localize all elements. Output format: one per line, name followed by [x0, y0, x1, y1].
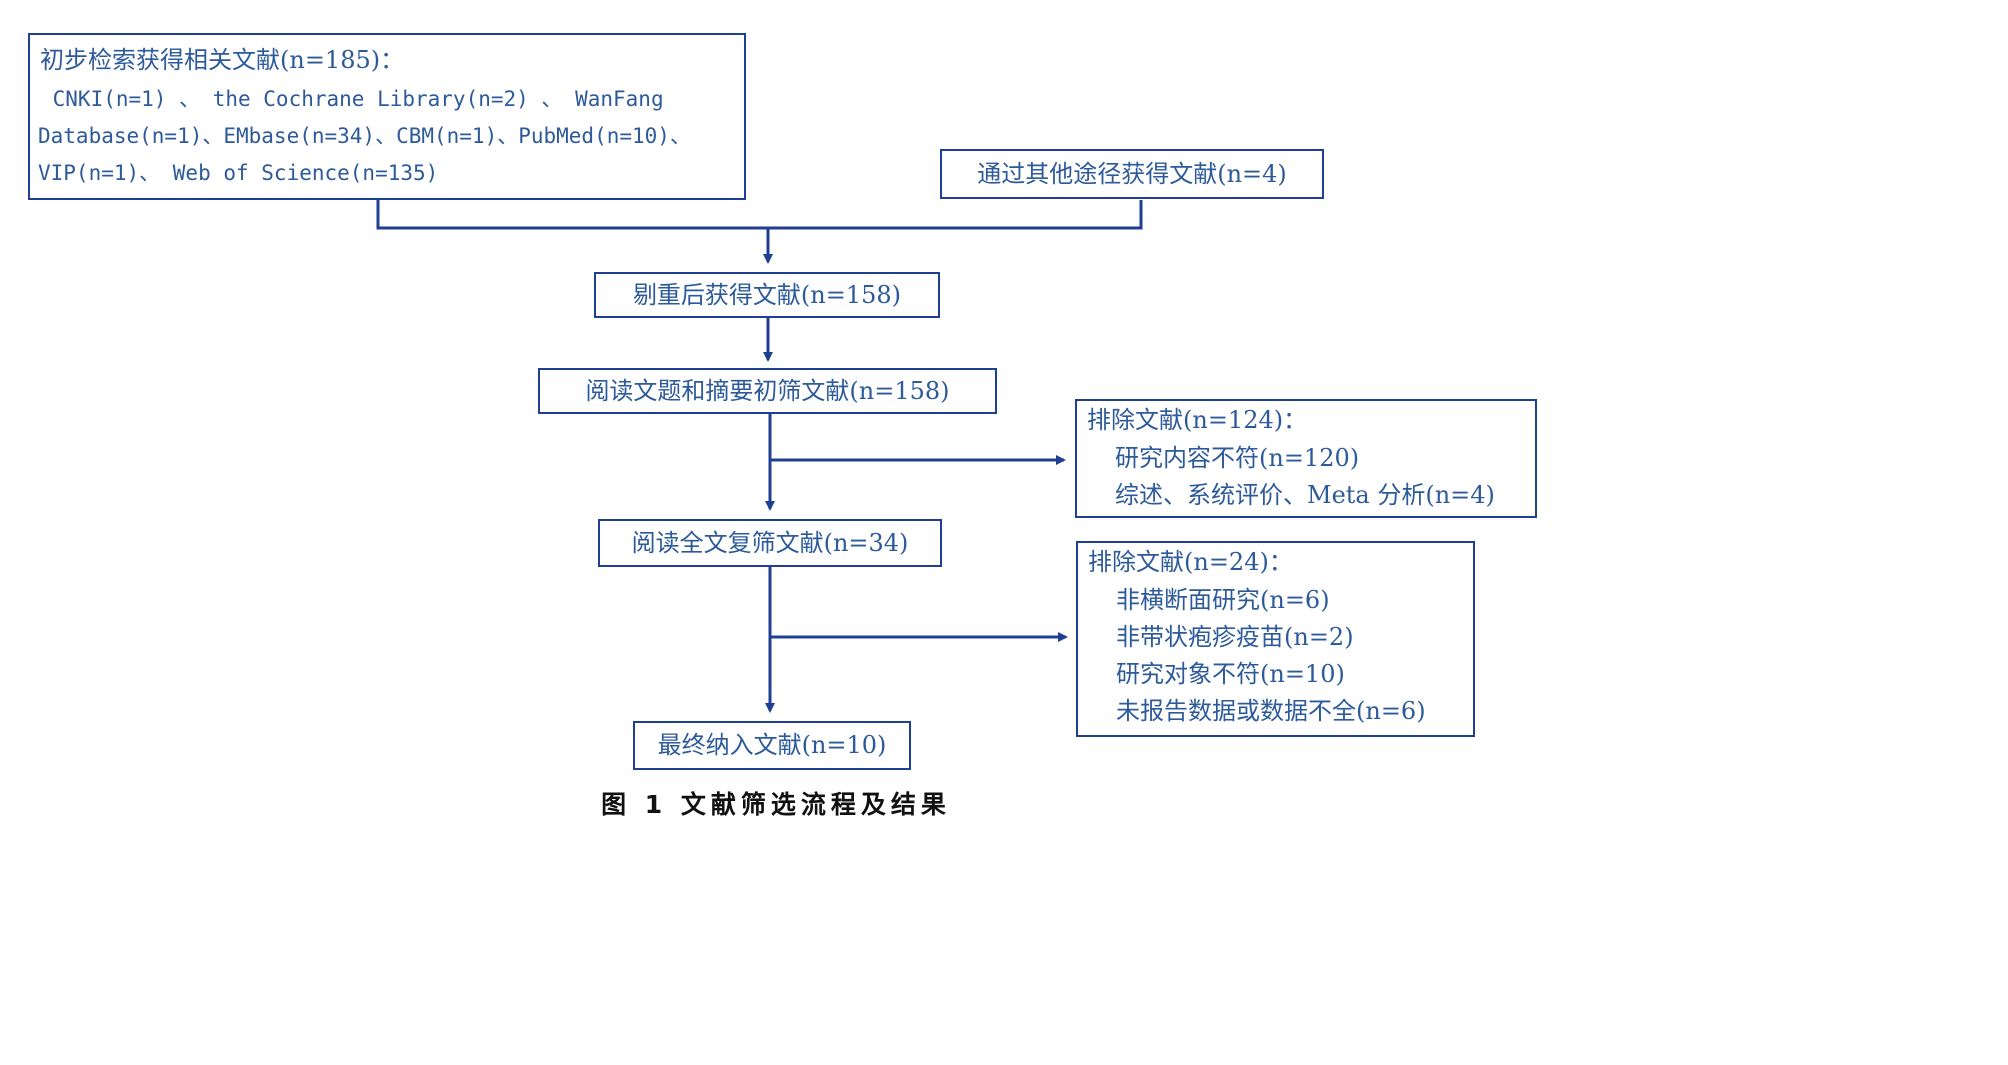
final-label: 最终纳入文献(n=10) — [657, 731, 887, 759]
exclude-1-title: 排除文献(n=124)： — [1087, 406, 1308, 434]
exclude-1-box: 排除文献(n=124)： 研究内容不符(n=120) 综述、系统评价、Meta … — [1075, 399, 1537, 518]
flow-connectors — [376, 200, 1143, 713]
exclude-2-box: 排除文献(n=24)： 非横断面研究(n=6) 非带状疱疹疫苗(n=2) 研究对… — [1076, 541, 1475, 737]
exclude-2-title: 排除文献(n=24)： — [1088, 548, 1293, 576]
final-box: 最终纳入文献(n=10) — [633, 721, 911, 770]
fulltext-label: 阅读全文复筛文献(n=34) — [631, 529, 909, 557]
figure-caption: 图 1 文献筛选流程及结果 — [601, 790, 951, 819]
initial-search-title: 初步检索获得相关文献(n=185)： — [40, 46, 405, 74]
dedup-label: 剔重后获得文献(n=158) — [632, 281, 902, 309]
title-abstract-box: 阅读文题和摘要初筛文献(n=158) — [538, 368, 997, 414]
initial-search-line-1: CNKI(n=1) 、 the Cochrane Library(n=2) 、 … — [40, 87, 664, 111]
exclude-2-item-2: 非带状疱疹疫苗(n=2) — [1116, 623, 1354, 651]
exclude-2-item-4: 未报告数据或数据不全(n=6) — [1116, 697, 1426, 725]
fulltext-box: 阅读全文复筛文献(n=34) — [598, 519, 942, 567]
merge-connector — [376, 200, 1143, 230]
other-sources-label: 通过其他途径获得文献(n=4) — [977, 160, 1287, 188]
exclude-1-item-2: 综述、系统评价、Meta 分析(n=4) — [1115, 481, 1495, 509]
title-abstract-label: 阅读文题和摘要初筛文献(n=158) — [585, 377, 950, 405]
exclude-2-item-3: 研究对象不符(n=10) — [1116, 660, 1345, 688]
initial-search-line-3: VIP(n=1)、 Web of Science(n=135) — [38, 161, 439, 185]
dedup-box: 剔重后获得文献(n=158) — [594, 272, 940, 318]
other-sources-box: 通过其他途径获得文献(n=4) — [940, 149, 1324, 199]
exclude-2-item-1: 非横断面研究(n=6) — [1116, 586, 1330, 614]
exclude-1-item-1: 研究内容不符(n=120) — [1115, 444, 1360, 472]
initial-search-box: 初步检索获得相关文献(n=185)： CNKI(n=1) 、 the Cochr… — [28, 33, 746, 200]
initial-search-line-2: Database(n=1)、EMbase(n=34)、CBM(n=1)、PubM… — [38, 124, 691, 148]
